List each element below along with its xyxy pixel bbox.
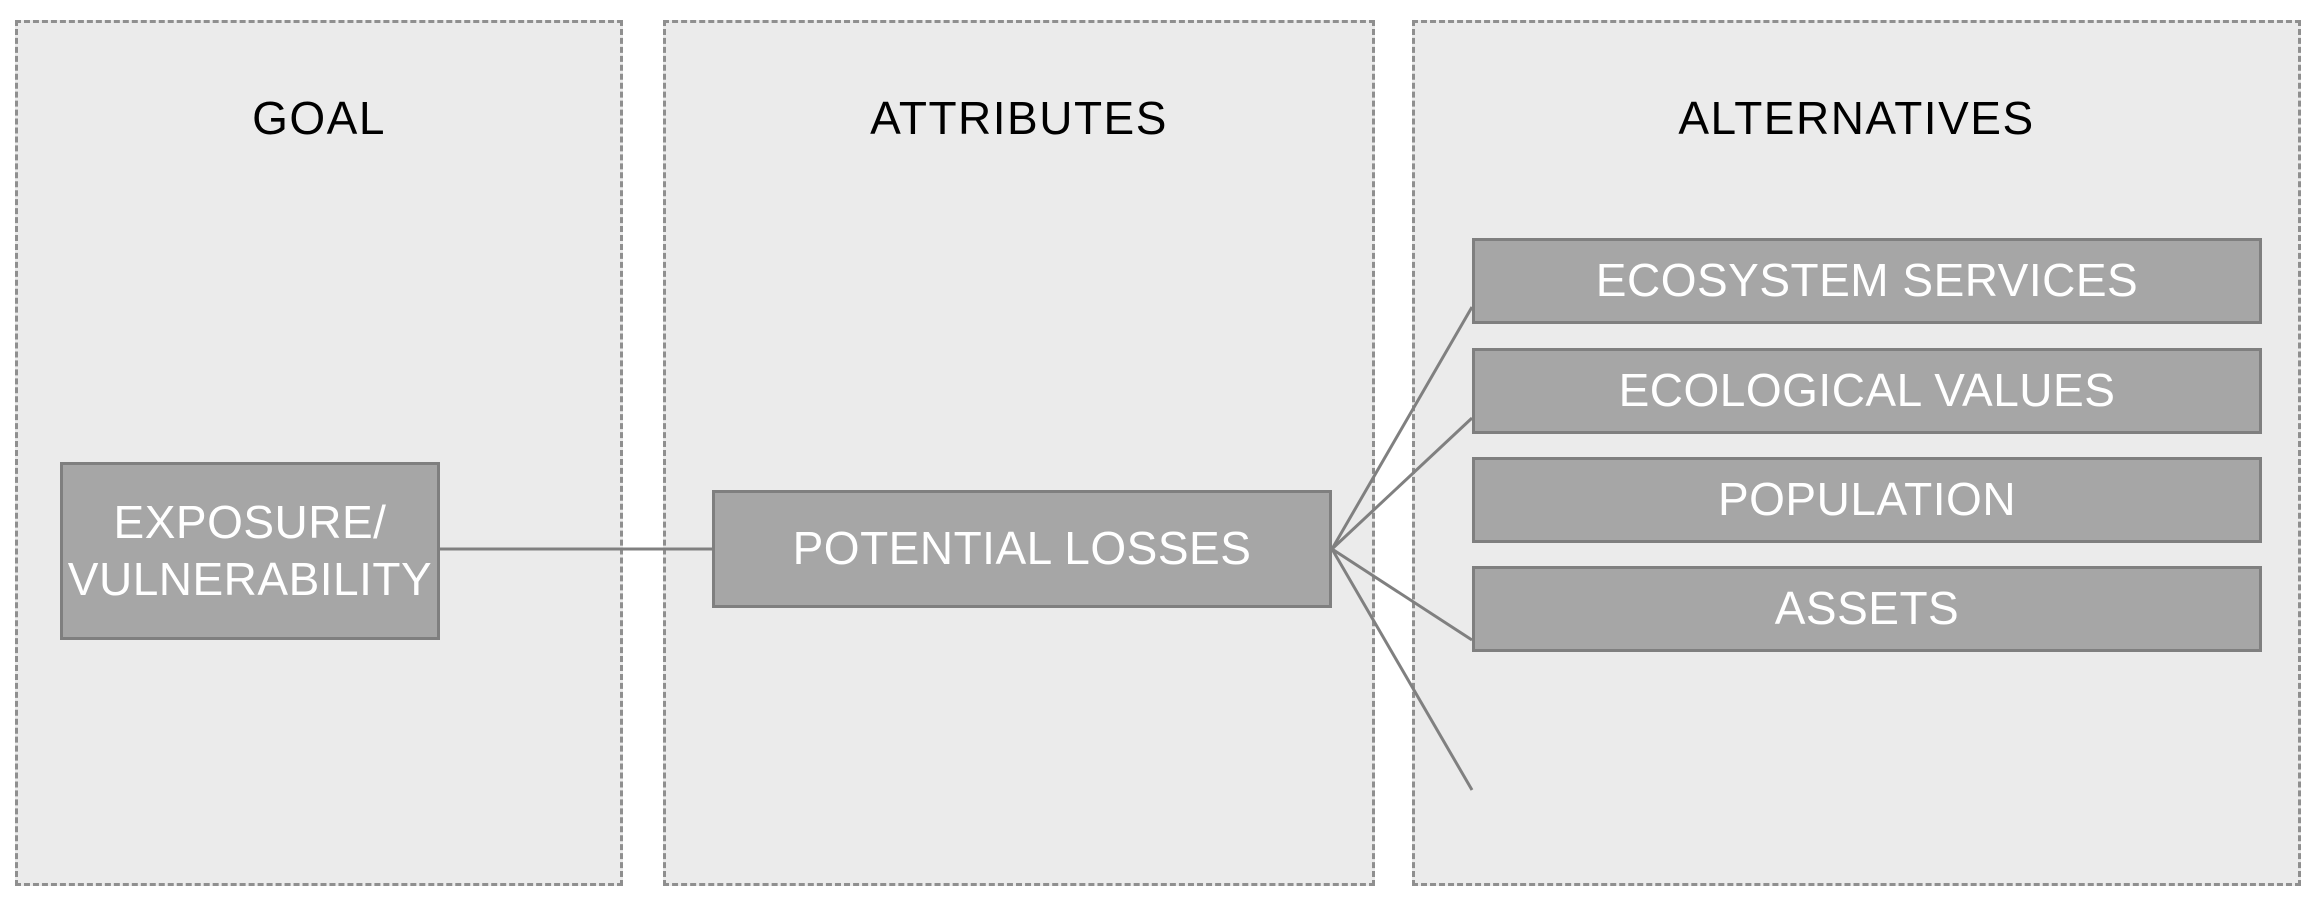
panel-goal-title: GOAL	[252, 92, 386, 144]
node-ecosystem-services-label: ECOSYSTEM SERVICES	[1595, 254, 2139, 307]
panel-attributes-title: ATTRIBUTES	[870, 92, 1168, 144]
node-exposure-vulnerability-label: EXPOSURE/ VULNERABILITY	[68, 494, 432, 609]
node-exposure-vulnerability-line2: VULNERABILITY	[67, 553, 433, 605]
node-potential-losses[interactable]: POTENTIAL LOSSES	[712, 490, 1332, 608]
panel-alternatives: ALTERNATIVES	[1412, 20, 2301, 886]
node-exposure-vulnerability[interactable]: EXPOSURE/ VULNERABILITY	[60, 462, 440, 640]
node-population[interactable]: POPULATION	[1472, 457, 2262, 543]
node-exposure-vulnerability-line1: EXPOSURE/	[113, 495, 387, 548]
node-potential-losses-label: POTENTIAL LOSSES	[792, 522, 1252, 575]
node-assets-label: ASSETS	[1774, 582, 1960, 635]
node-ecosystem-services[interactable]: ECOSYSTEM SERVICES	[1472, 238, 2262, 324]
panel-attributes: ATTRIBUTES	[663, 20, 1375, 886]
node-population-label: POPULATION	[1717, 473, 2017, 526]
panel-goal: GOAL	[15, 20, 623, 886]
node-ecological-values-label: ECOLOGICAL VALUES	[1618, 364, 2116, 417]
node-ecological-values[interactable]: ECOLOGICAL VALUES	[1472, 348, 2262, 434]
node-assets[interactable]: ASSETS	[1472, 566, 2262, 652]
panel-alternatives-title: ALTERNATIVES	[1678, 92, 2035, 144]
